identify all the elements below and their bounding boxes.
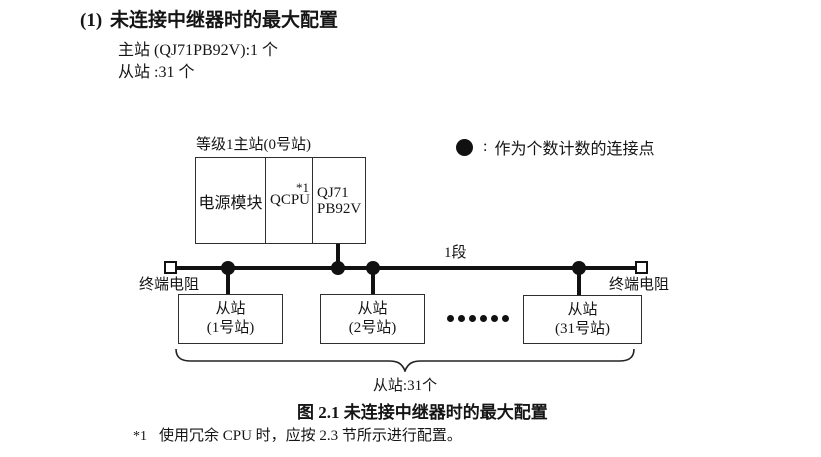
- slave-station-2-box: 从站 (2号站): [320, 294, 425, 344]
- slave-label: 从站: [215, 301, 246, 317]
- master-count-line: 主站 (QJ71PB92V):1 个: [118, 42, 279, 59]
- connection-point-icon: [572, 261, 586, 275]
- slave2-drop-line: [371, 270, 375, 294]
- terminating-resistor-left-label: 终端电阻: [139, 277, 200, 293]
- connection-point-icon: [366, 261, 380, 275]
- connection-point-icon: [456, 138, 473, 156]
- bus-segment-line: [170, 266, 642, 270]
- slave31-drop-line: [577, 270, 581, 295]
- section-number: (1): [80, 10, 103, 31]
- legend-separator: :: [483, 138, 488, 155]
- footnote: *1 使用冗余 CPU 时，应按 2.3 节所示进行配置。: [133, 424, 462, 445]
- segment-label: 1段: [444, 245, 467, 261]
- figure-caption: 图 2.1 未连接中继器时的最大配置: [297, 403, 548, 422]
- qj71pb92v-cell: QJ71 PB92V: [313, 158, 363, 243]
- legend: : 作为个数计数的连接点: [456, 135, 654, 159]
- slave-count-line: 从站 :31 个: [118, 64, 195, 81]
- connection-point-icon: [221, 261, 235, 275]
- terminating-resistor-right-icon: [635, 261, 648, 274]
- terminating-resistor-right-label: 终端电阻: [609, 277, 670, 293]
- slave-number: (2号站): [348, 320, 397, 336]
- slave1-drop-line: [226, 270, 230, 294]
- footnote-text: 使用冗余 CPU 时，应按 2.3 节所示进行配置。: [159, 428, 462, 444]
- slave-station-31-box: 从站 (31号站): [523, 295, 642, 344]
- pb92v-line: PB92V: [317, 200, 362, 217]
- slave-label: 从站: [567, 301, 598, 318]
- slave-total-label: 从站:31个: [372, 378, 438, 394]
- brace-icon: [175, 348, 635, 374]
- section-title: 未连接中继器时的最大配置: [110, 10, 339, 31]
- connection-point-icon: [331, 261, 345, 275]
- qcpu-label: QCPU: [270, 192, 311, 208]
- footnote-marker: *1: [133, 429, 147, 444]
- power-module-cell: 电源模块: [196, 158, 266, 243]
- slave-number: (31号站): [555, 320, 610, 337]
- slave-number: (1号站): [206, 320, 255, 336]
- slave-station-1-box: 从站 (1号站): [178, 294, 283, 344]
- master-station-box: 电源模块 *1 QCPU QJ71 PB92V: [195, 157, 366, 244]
- footnote-ref: *1: [296, 180, 309, 195]
- qcpu-cell: *1 QCPU: [266, 158, 313, 243]
- slave-label: 从站: [357, 301, 388, 317]
- ellipsis-dots-icon: [447, 315, 509, 322]
- master-drop-line: [336, 244, 340, 266]
- terminating-resistor-left-icon: [164, 261, 177, 274]
- legend-label: 作为个数计数的连接点: [494, 141, 655, 158]
- master-station-label: 等级1主站(0号站): [196, 137, 311, 153]
- qj71-line: QJ71: [317, 184, 349, 201]
